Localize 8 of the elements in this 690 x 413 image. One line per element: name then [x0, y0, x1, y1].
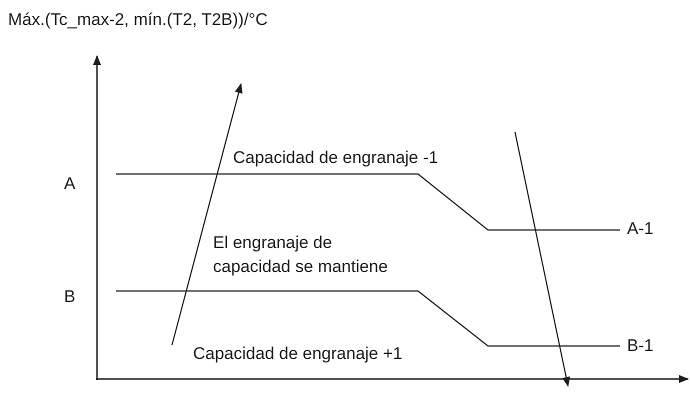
level-label: B-1: [627, 335, 654, 357]
region-label: Capacidad de engranaje -1: [233, 147, 438, 169]
region-label: El engranaje de capacidad se mantiene: [213, 232, 389, 278]
level-label: B: [64, 286, 76, 308]
level-label: A-1: [627, 218, 654, 240]
region-label: Capacidad de engranaje +1: [193, 343, 402, 365]
axis-label: Máx.(Tc_max-2, mín.(T2, T2B))/°C: [8, 9, 268, 31]
level-label: A: [64, 173, 76, 195]
